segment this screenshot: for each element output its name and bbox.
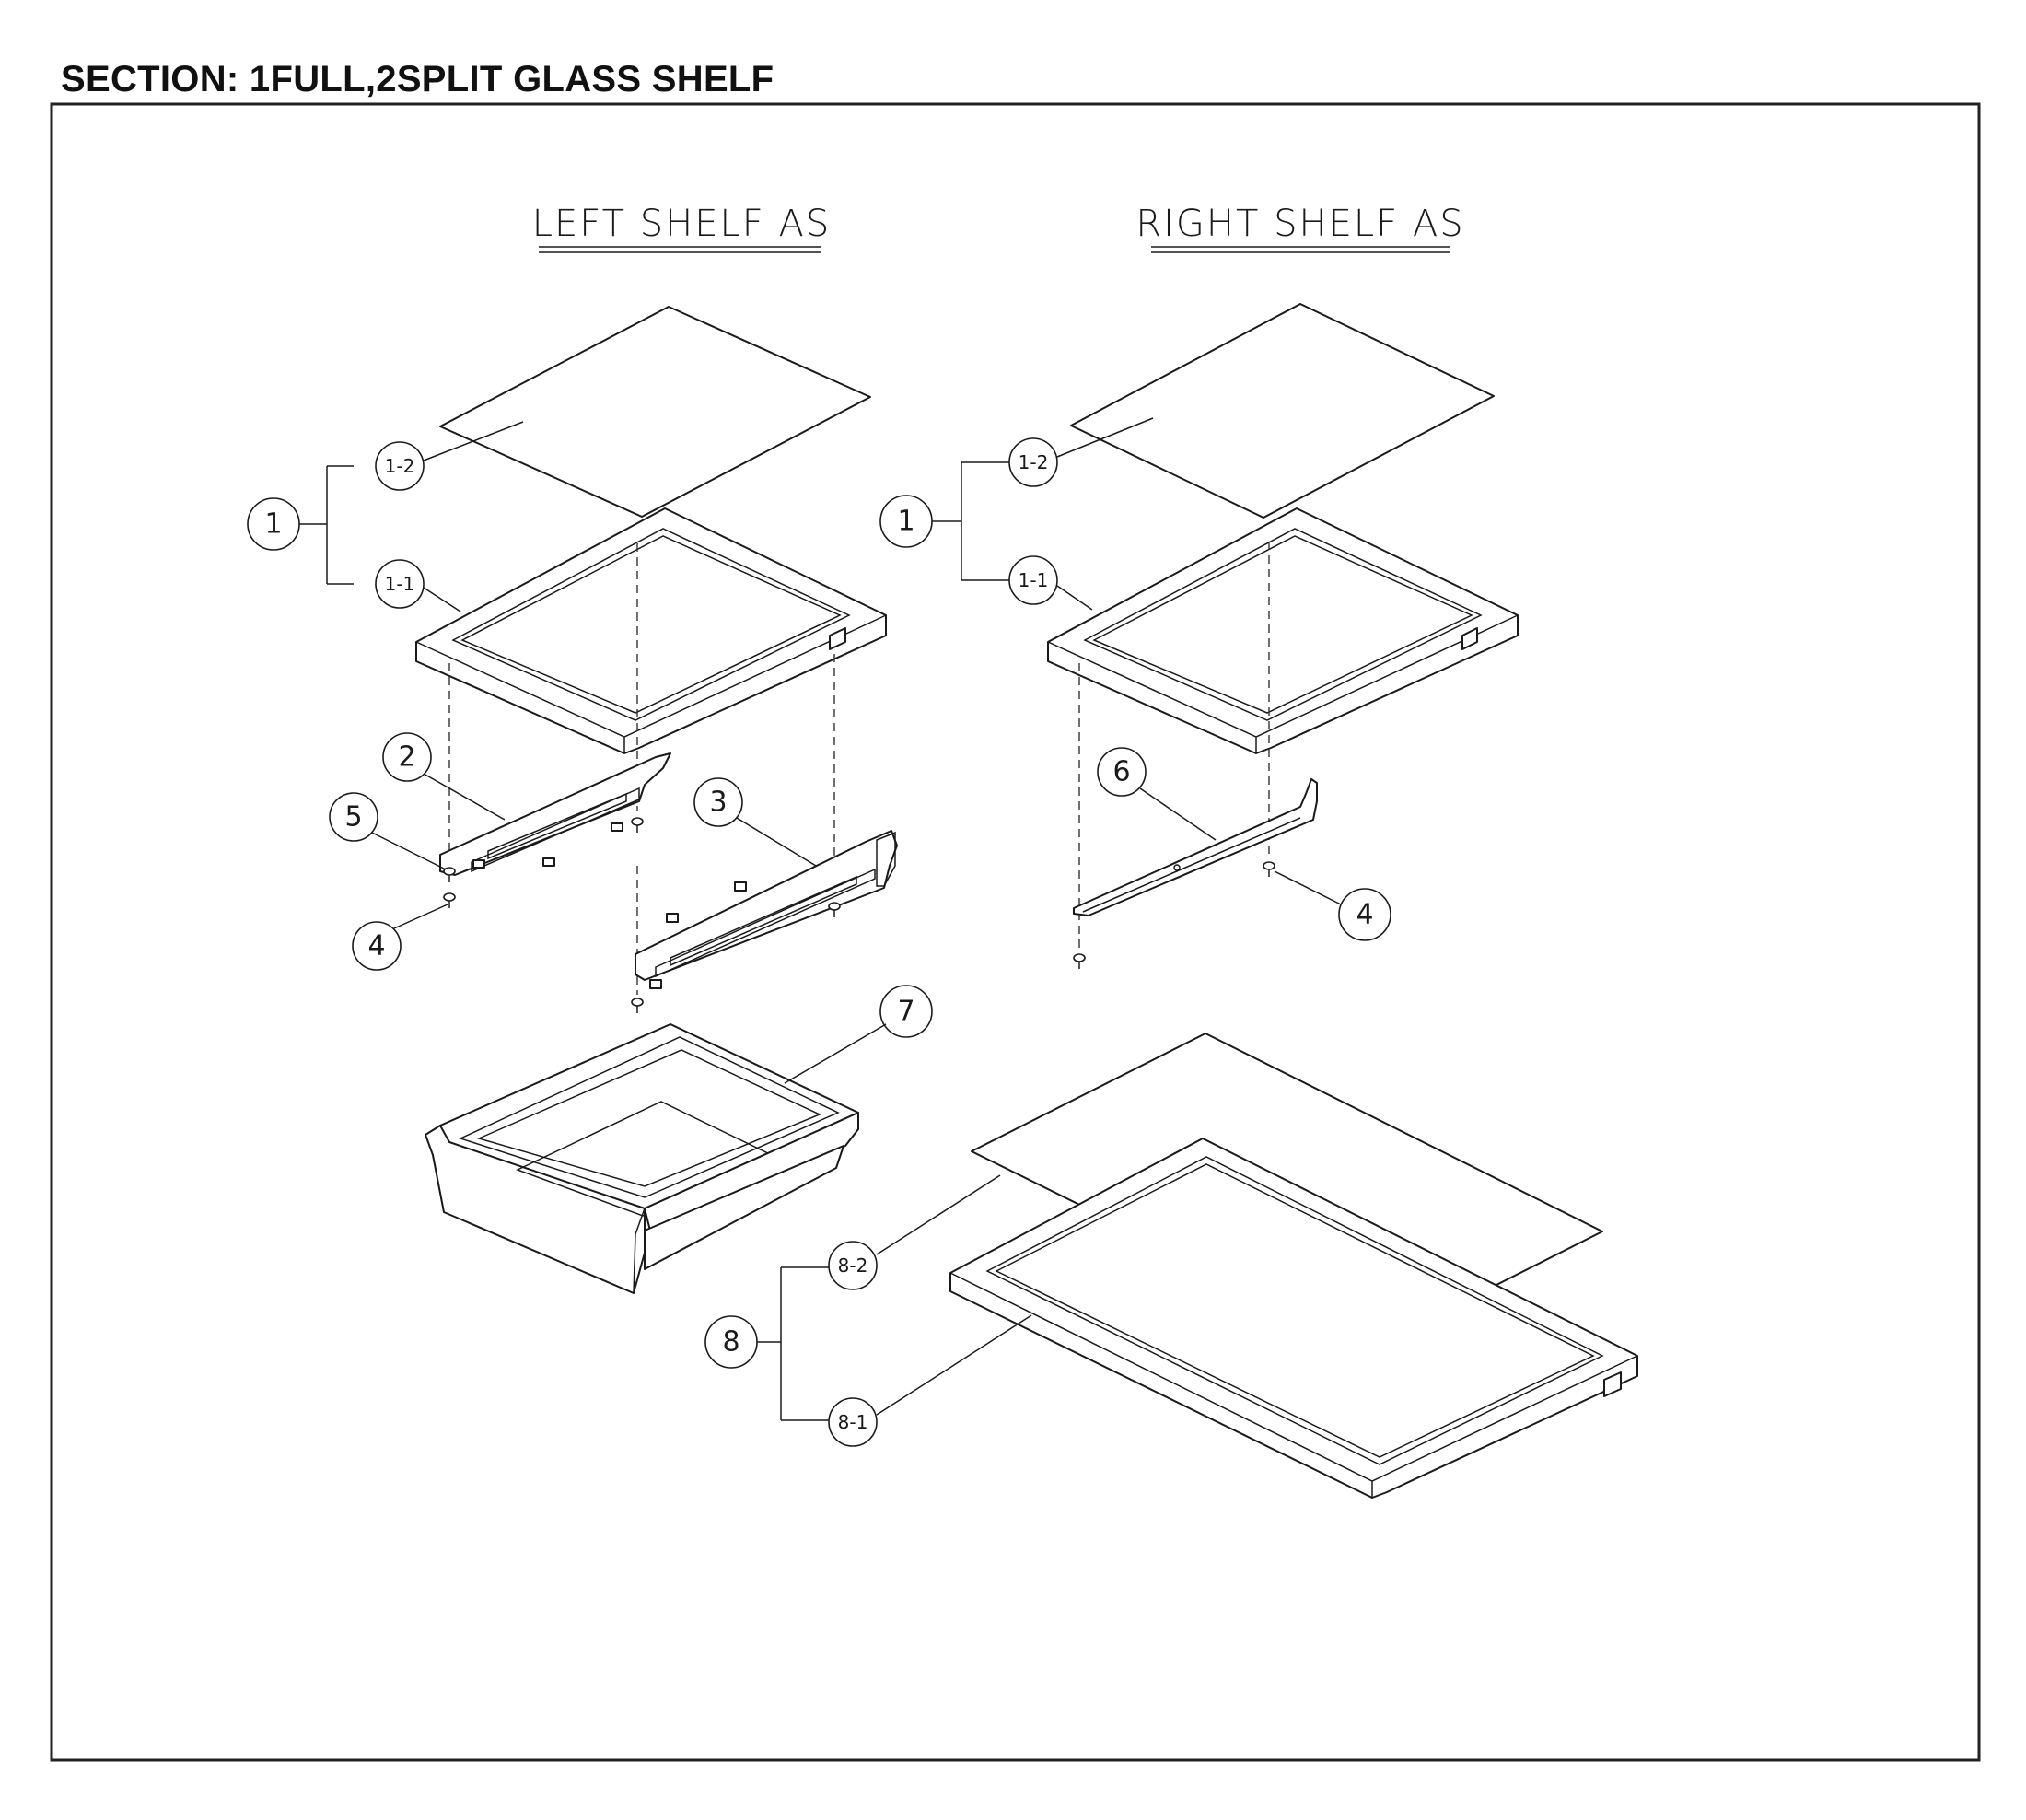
right-shelf-heading: RIGHT SHELF AS	[1135, 203, 1464, 253]
callout-bubble-1-left	[247, 497, 300, 551]
callout-bubble-1-right	[879, 495, 933, 548]
callout-bubble-8	[704, 1315, 758, 1369]
full-shelf-callout-bracket	[757, 1266, 831, 1421]
left-callout-bracket	[299, 465, 354, 585]
callout-bubble-6	[1097, 747, 1147, 797]
right-shelf-frame	[1047, 508, 1519, 754]
callout-label-2: 2	[398, 741, 415, 774]
callout-bubble-3	[693, 777, 743, 827]
diagram-frame	[50, 102, 1981, 1762]
callout-bubble-1-1-right	[1008, 555, 1058, 605]
callout-label-1-1-right: 1-1	[1019, 569, 1049, 591]
callout-bubble-8-1	[828, 1397, 878, 1447]
callout-label-1-right: 1	[897, 506, 914, 538]
callout-bubble-5	[329, 792, 378, 842]
callout-label-1-2-right: 1-2	[1019, 451, 1049, 473]
left-glass-panel	[439, 306, 871, 518]
right-bracket-part-6	[1073, 778, 1318, 916]
section-title: SECTION: 1FULL,2SPLIT GLASS SHELF	[61, 59, 774, 99]
callout-bubble-7	[879, 985, 933, 1038]
callout-bubble-1-2-right	[1008, 438, 1058, 487]
callout-label-7: 7	[897, 996, 914, 1028]
callout-label-8-1: 8-1	[838, 1411, 868, 1433]
callout-label-8-2: 8-2	[838, 1254, 868, 1277]
callout-bubble-4-left	[352, 921, 402, 971]
callout-label-6: 6	[1112, 756, 1130, 788]
left-shelf-frame	[415, 508, 887, 754]
callout-label-1-1-left: 1-1	[385, 573, 415, 595]
callout-bubble-2	[382, 732, 432, 782]
callout-label-4-right: 4	[1356, 899, 1373, 931]
callout-label-1-2-left: 1-2	[385, 455, 415, 477]
callout-bubble-8-2	[828, 1241, 878, 1290]
right-callout-bracket	[932, 461, 1010, 581]
callout-label-8: 8	[722, 1326, 739, 1359]
left-screws	[443, 817, 841, 1013]
callout-label-3: 3	[709, 787, 727, 819]
svg-text:LEFT SHELF AS: LEFT SHELF AS	[532, 203, 832, 245]
right-screws	[1073, 861, 1275, 969]
left-bracket-part-3	[635, 830, 898, 989]
crisper-drawer-part-7	[425, 1023, 859, 1294]
right-glass-panel	[1070, 303, 1495, 519]
full-shelf-frame	[949, 1138, 1638, 1499]
callout-bubble-1-1-left	[375, 559, 425, 609]
svg-text:RIGHT SHELF AS: RIGHT SHELF AS	[1135, 203, 1464, 245]
left-bracket-part-2	[439, 752, 671, 876]
callout-label-5: 5	[344, 801, 362, 834]
left-shelf-heading: LEFT SHELF AS	[532, 203, 832, 253]
callout-bubble-4-right	[1338, 888, 1391, 941]
callout-bubble-1-2-left	[375, 441, 425, 491]
callout-label-4-left: 4	[367, 930, 385, 962]
callout-label-1-left: 1	[264, 508, 282, 541]
